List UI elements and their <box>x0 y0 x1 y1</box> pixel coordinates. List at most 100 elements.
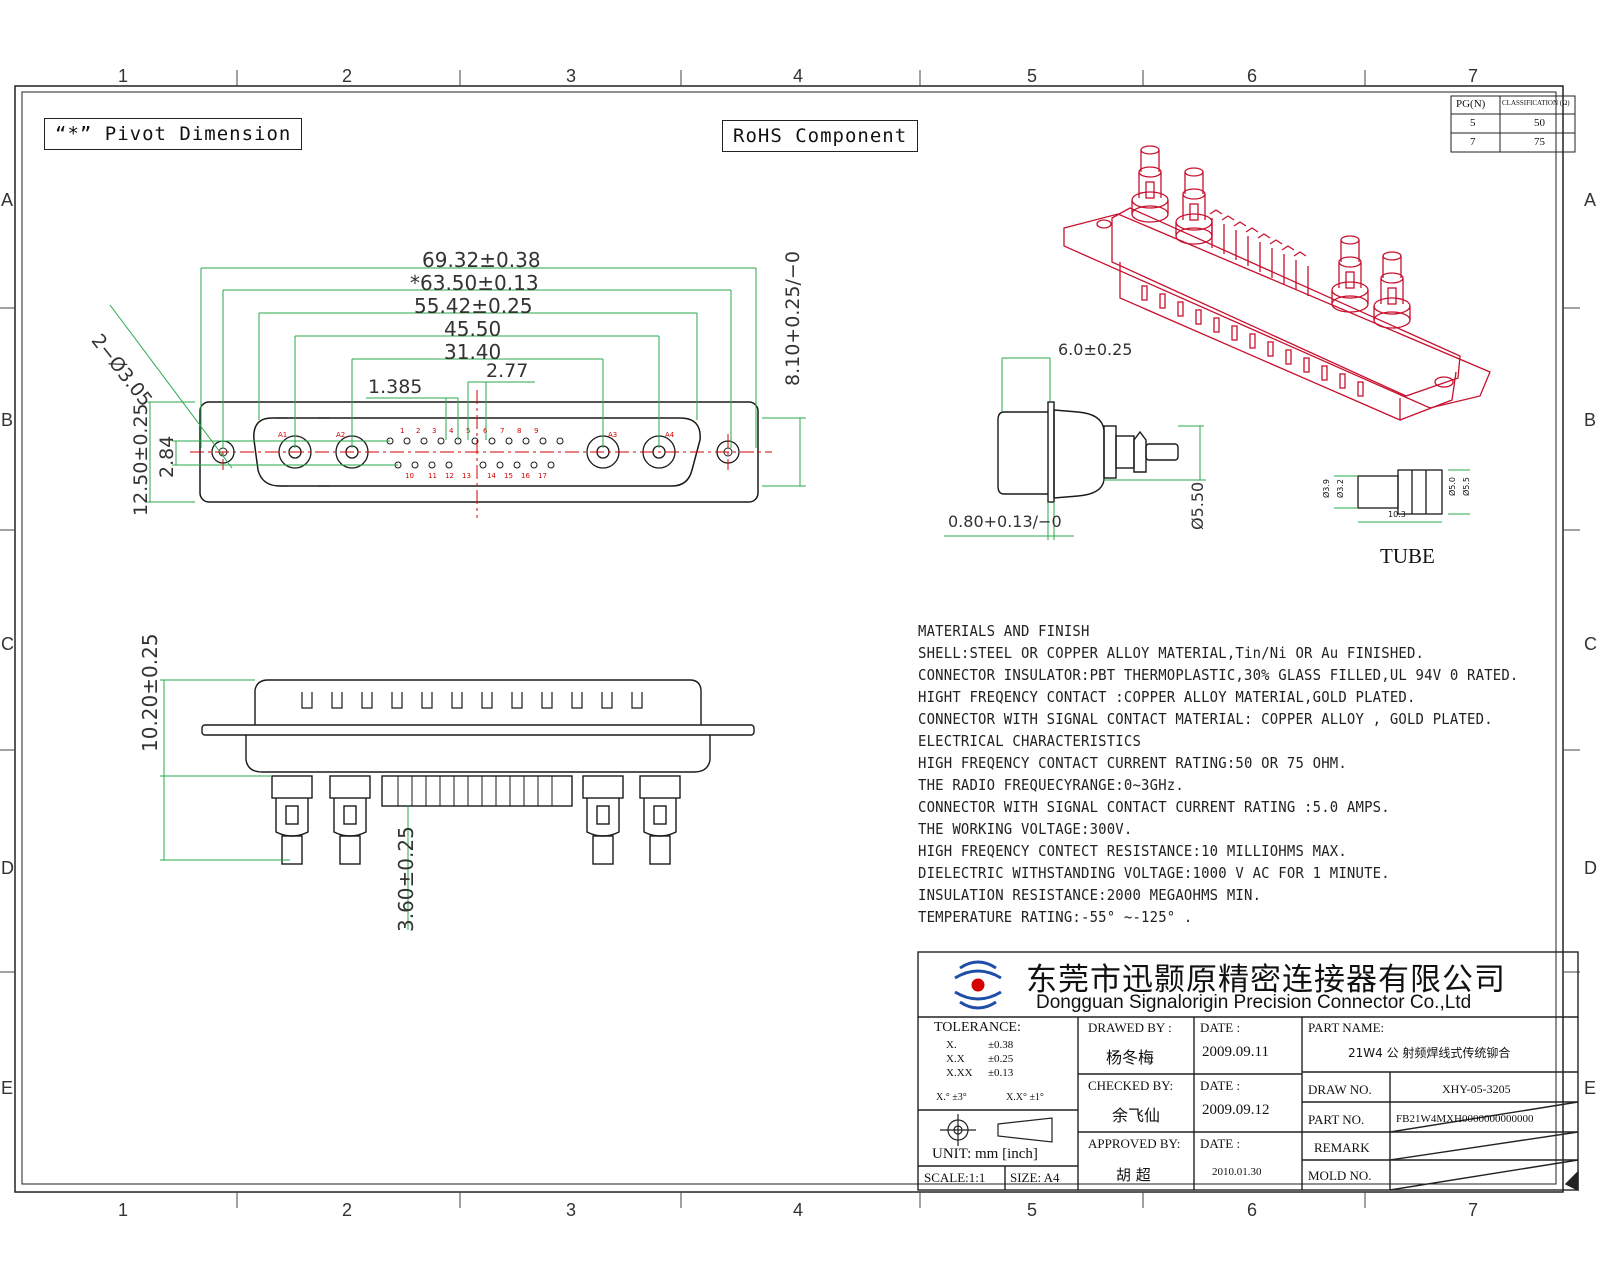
date-drawn: 2009.09.11 <box>1202 1044 1269 1060</box>
svg-text:12: 12 <box>445 472 454 480</box>
dim-coax-inner: 31.40 <box>444 340 502 364</box>
iso-flange <box>1063 213 1491 409</box>
note-line: SHELL:STEEL OR COPPER ALLOY MATERIAL,Tin… <box>918 644 1425 662</box>
front-view <box>160 679 755 930</box>
zone-row-b-right: B <box>1584 410 1597 430</box>
zone-col-7: 7 <box>1468 66 1479 86</box>
note-line: CONNECTOR WITH SIGNAL CONTACT CURRENT RA… <box>918 798 1390 816</box>
dim-shell-height: 8.10+0.25/−0 <box>782 251 804 386</box>
svg-text:2: 2 <box>416 427 420 435</box>
zone-col-2: 2 <box>342 66 353 86</box>
dim-tube-a: Ø3.9 <box>1322 478 1331 498</box>
rohs-label: RoHS Component <box>722 120 919 152</box>
note-line: HIGHT FREQENCY CONTACT :COPPER ALLOY MAT… <box>918 688 1416 706</box>
dim-tube-b: Ø3.2 <box>1336 478 1345 498</box>
side-view <box>944 357 1206 540</box>
projection-symbol <box>940 1114 1053 1146</box>
dim-front-height: 10.20±0.25 <box>138 633 162 752</box>
tube-body <box>1357 475 1399 509</box>
svg-text:11: 11 <box>428 472 437 480</box>
zone-col-6: 6 <box>1247 66 1258 86</box>
tube-label: TUBE <box>1380 544 1435 568</box>
angular-tolerance-1: X.° ±3° <box>936 1092 967 1103</box>
tolerance-key: X.XX <box>946 1067 973 1079</box>
part-name: 21W4 公 射频焊线式传统铆合 <box>1348 1046 1511 1060</box>
note-line: HIGH FREQENCY CONTACT CURRENT RATING:50 … <box>918 754 1347 772</box>
impedance-header-class: CLASSIFICATION (Ω) <box>1502 99 1570 107</box>
note-line: INSULATION RESISTANCE:2000 MEGAOHMS MIN. <box>918 886 1262 904</box>
zone-row-c-right: C <box>1584 634 1597 654</box>
date-drawn-label: DATE : <box>1200 1020 1241 1035</box>
svg-text:9: 9 <box>534 427 538 435</box>
zone-col-4-bottom: 4 <box>793 1200 804 1220</box>
note-line: TEMPERATURE RATING:-55° ~-125° . <box>918 908 1193 926</box>
dim-pin-pitch: 2.77 <box>486 360 529 382</box>
svg-text:4: 4 <box>449 427 454 435</box>
drawn-by-name: 杨冬梅 <box>1106 1048 1155 1067</box>
remark-label: REMARK <box>1314 1140 1370 1155</box>
impedance-header-pg: PG(N) <box>1456 98 1486 110</box>
tolerance-key: X. <box>946 1039 957 1051</box>
impedance-table-grid <box>1450 95 1576 153</box>
tolerance-value: ±0.25 <box>988 1053 1014 1065</box>
top-view-centerlines <box>190 390 772 518</box>
zone-col-7-bottom: 7 <box>1468 1200 1479 1220</box>
part-name-label: PART NAME: <box>1308 1020 1385 1035</box>
dim-side-depth: 6.0±0.25 <box>1058 340 1133 359</box>
svg-text:7: 7 <box>500 427 504 435</box>
dim-tube-c: Ø5.0 <box>1448 476 1457 496</box>
svg-text:14: 14 <box>487 472 496 480</box>
svg-text:A2: A2 <box>336 431 345 439</box>
zone-row-e: E <box>1 1078 14 1098</box>
dim-overall-width: 69.32±0.38 <box>422 248 541 272</box>
date-checked-label: DATE : <box>1200 1078 1241 1093</box>
tolerance-key: X.X <box>946 1053 965 1065</box>
zone-col-2-bottom: 2 <box>342 1200 353 1220</box>
part-no-label: PART NO. <box>1308 1112 1365 1127</box>
company-name-en: Dongguan Signalorigin Precision Connecto… <box>1036 992 1472 1013</box>
svg-text:17: 17 <box>538 472 547 480</box>
zone-row-e-right: E <box>1584 1078 1597 1098</box>
impedance-row-1-ohm: 50 <box>1534 117 1545 129</box>
zone-col-1-bottom: 1 <box>118 1200 129 1220</box>
title-block-grid <box>917 951 1579 1192</box>
size-label: SIZE: A4 <box>1010 1170 1060 1185</box>
zone-row-a: A <box>1 190 14 210</box>
front-view-coax-contacts <box>271 775 681 865</box>
zone-row-d: D <box>1 858 14 878</box>
approved-by-label: APPROVED BY: <box>1088 1136 1181 1151</box>
scale-label: SCALE:1:1 <box>924 1170 986 1185</box>
specification-notes: MATERIALS AND FINISH SHELL:STEEL OR COPP… <box>918 620 1519 928</box>
iso-coax-contacts <box>1131 145 1411 329</box>
note-line: HIGH FREQENCY CONTECT RESISTANCE:10 MILL… <box>918 842 1347 860</box>
draw-no-label: DRAW NO. <box>1308 1082 1372 1097</box>
checked-by-name: 余飞仙 <box>1112 1106 1161 1125</box>
tolerance-value: ±0.13 <box>988 1067 1014 1079</box>
drawn-by-label: DRAWED BY : <box>1088 1020 1172 1035</box>
date-checked: 2009.09.12 <box>1202 1102 1270 1118</box>
side-view-shell <box>997 411 1048 495</box>
front-view-flange <box>201 724 755 736</box>
company-logo <box>954 960 1002 1010</box>
dim-coax-outer: 45.50 <box>444 317 502 341</box>
note-line: THE RADIO FREQUECYRANGE:0~3GHz. <box>918 776 1184 794</box>
dim-flange-thickness: 0.80+0.13/−0 <box>948 512 1062 531</box>
top-view-d-shell <box>253 417 701 487</box>
svg-text:13: 13 <box>462 472 471 480</box>
iso-signal-pins <box>1209 209 1309 296</box>
isometric-view <box>1063 145 1491 421</box>
dim-tube-length: 10.3 <box>1388 510 1406 519</box>
iso-slots <box>1141 285 1364 397</box>
svg-text:15: 15 <box>504 472 513 480</box>
zone-col-1: 1 <box>118 66 129 86</box>
approved-by-name: 胡 超 <box>1116 1166 1151 1184</box>
svg-text:16: 16 <box>521 472 530 480</box>
zone-row-d-right: D <box>1584 858 1597 878</box>
svg-text:1: 1 <box>400 427 404 435</box>
part-no: FB21W4MXH0000000000000 <box>1396 1113 1534 1125</box>
dim-row-spacing: 2.84 <box>156 435 178 478</box>
zone-ticks <box>0 70 1580 1208</box>
note-line: THE WORKING VOLTAGE:300V. <box>918 820 1133 838</box>
svg-text:10: 10 <box>405 472 414 480</box>
front-view-body <box>245 735 711 773</box>
